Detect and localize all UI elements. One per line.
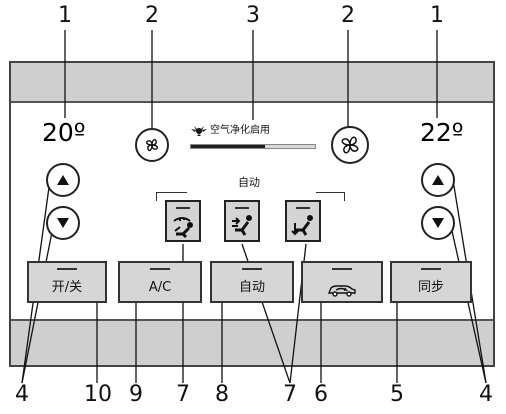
- mode-bracket-right: [316, 192, 345, 201]
- defrost-occupant-icon: [173, 217, 193, 239]
- passenger-temperature: 22º: [420, 118, 464, 147]
- callout-10: 10: [84, 382, 112, 407]
- callout-7-left: 7: [176, 382, 190, 407]
- fan-low-icon: [145, 138, 159, 152]
- air-purifier-icon: [191, 126, 207, 136]
- air-purifier-level-fill: [191, 145, 266, 148]
- callout-7-right: 7: [283, 382, 297, 407]
- callout-3: 3: [246, 3, 260, 28]
- power-button[interactable]: 开/关: [27, 261, 107, 303]
- mode-bracket-left: [156, 192, 187, 201]
- mode-defrost-button[interactable]: [165, 200, 201, 242]
- sync-button[interactable]: 同步: [390, 261, 472, 303]
- driver-temp-down-button[interactable]: [46, 206, 80, 240]
- callout-2-right: 2: [341, 3, 355, 28]
- button-indicator: [332, 268, 352, 270]
- callout-1-left: 1: [58, 3, 72, 28]
- callout-4-left: 4: [15, 382, 29, 407]
- button-indicator: [57, 268, 77, 270]
- auto-button-label: 自动: [238, 280, 265, 295]
- panel-bottom-strip: [11, 319, 493, 365]
- callout-2-left: 2: [145, 3, 159, 28]
- mode-indicator: [235, 207, 249, 209]
- driver-temperature: 20º: [42, 118, 86, 147]
- down-arrow-icon: [57, 218, 69, 228]
- callout-5: 5: [390, 382, 404, 407]
- sync-button-label: 同步: [417, 280, 444, 295]
- callout-4-right: 4: [479, 382, 493, 407]
- air-purifier-level-bar: [190, 144, 316, 149]
- mode-group-label: 自动: [238, 176, 260, 189]
- recirculation-car-icon: [327, 285, 356, 297]
- callout-1-right: 1: [430, 3, 444, 28]
- fan-decrease-button[interactable]: [135, 128, 169, 162]
- power-button-label: 开/关: [51, 280, 83, 295]
- climate-control-panel: [9, 61, 495, 367]
- button-indicator: [421, 268, 441, 270]
- mode-indicator: [176, 207, 190, 209]
- callout-8: 8: [215, 382, 229, 407]
- button-indicator: [150, 268, 170, 270]
- fan-high-icon: [341, 136, 359, 154]
- passenger-temp-down-button[interactable]: [421, 206, 455, 240]
- air-purifier-label: 空气净化启用: [210, 125, 270, 136]
- down-arrow-icon: [432, 218, 444, 228]
- vent-occupant-icon: [232, 215, 252, 236]
- up-arrow-icon: [432, 175, 444, 185]
- recirculation-button[interactable]: [301, 261, 383, 303]
- air-purifier-indicator: 空气净化启用: [190, 124, 330, 154]
- ac-button-label: A/C: [148, 280, 172, 295]
- floor-occupant-icon: [291, 215, 313, 236]
- callout-9: 9: [129, 382, 143, 407]
- mode-indicator: [296, 207, 310, 209]
- passenger-temp-up-button[interactable]: [421, 163, 455, 197]
- panel-top-strip: [11, 63, 493, 103]
- mode-vent-button[interactable]: [224, 200, 260, 242]
- button-indicator: [242, 268, 262, 270]
- driver-temp-up-button[interactable]: [46, 163, 80, 197]
- ac-button[interactable]: A/C: [118, 261, 202, 303]
- fan-increase-button[interactable]: [331, 126, 369, 164]
- up-arrow-icon: [57, 175, 69, 185]
- auto-button[interactable]: 自动: [210, 261, 294, 303]
- callout-6: 6: [314, 382, 328, 407]
- mode-floor-button[interactable]: [285, 200, 321, 242]
